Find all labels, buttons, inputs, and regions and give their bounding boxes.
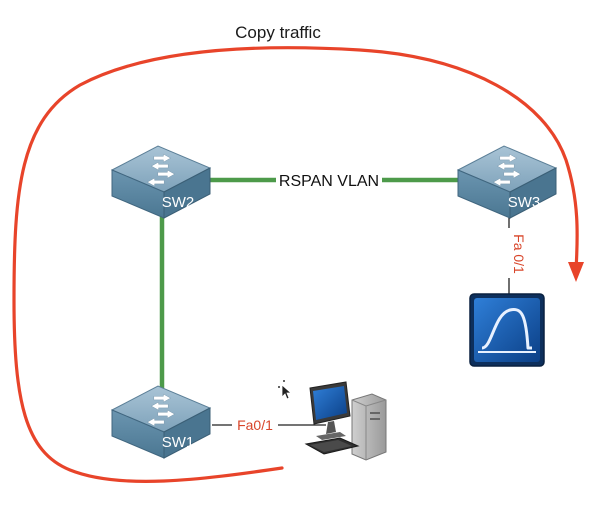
switch-label: SW1 — [162, 434, 195, 451]
port-label-bg — [232, 416, 278, 434]
sw1-port-label: Fa0/1 — [237, 417, 273, 433]
switch-label: SW3 — [508, 194, 541, 211]
link-label-bg — [276, 170, 382, 190]
sniffer-device[interactable] — [469, 293, 545, 367]
copy-traffic-arrow — [12, 46, 579, 483]
sw3-port-label: Fa 0/1 — [511, 234, 527, 274]
rspan-vlan-label: RSPAN VLAN — [279, 173, 379, 190]
switch-label: SW2 — [162, 194, 195, 211]
switch-icon — [110, 145, 212, 219]
switch-sw1[interactable]: SW1 — [110, 385, 212, 459]
switch-sw2[interactable]: SW2 — [110, 145, 212, 219]
pc-host[interactable] — [304, 381, 387, 461]
switch-icon — [110, 385, 212, 459]
diagram-title: Copy traffic — [235, 23, 321, 42]
switch-icon — [456, 145, 558, 219]
sniffer-screen — [474, 298, 540, 362]
copy-traffic-arrowhead — [568, 262, 584, 282]
fin-icon — [481, 307, 532, 350]
switch-sw3[interactable]: SW3 — [456, 145, 558, 219]
pc-icon — [304, 381, 387, 461]
cursor-icon — [278, 380, 293, 400]
port-label-bg — [499, 228, 519, 278]
